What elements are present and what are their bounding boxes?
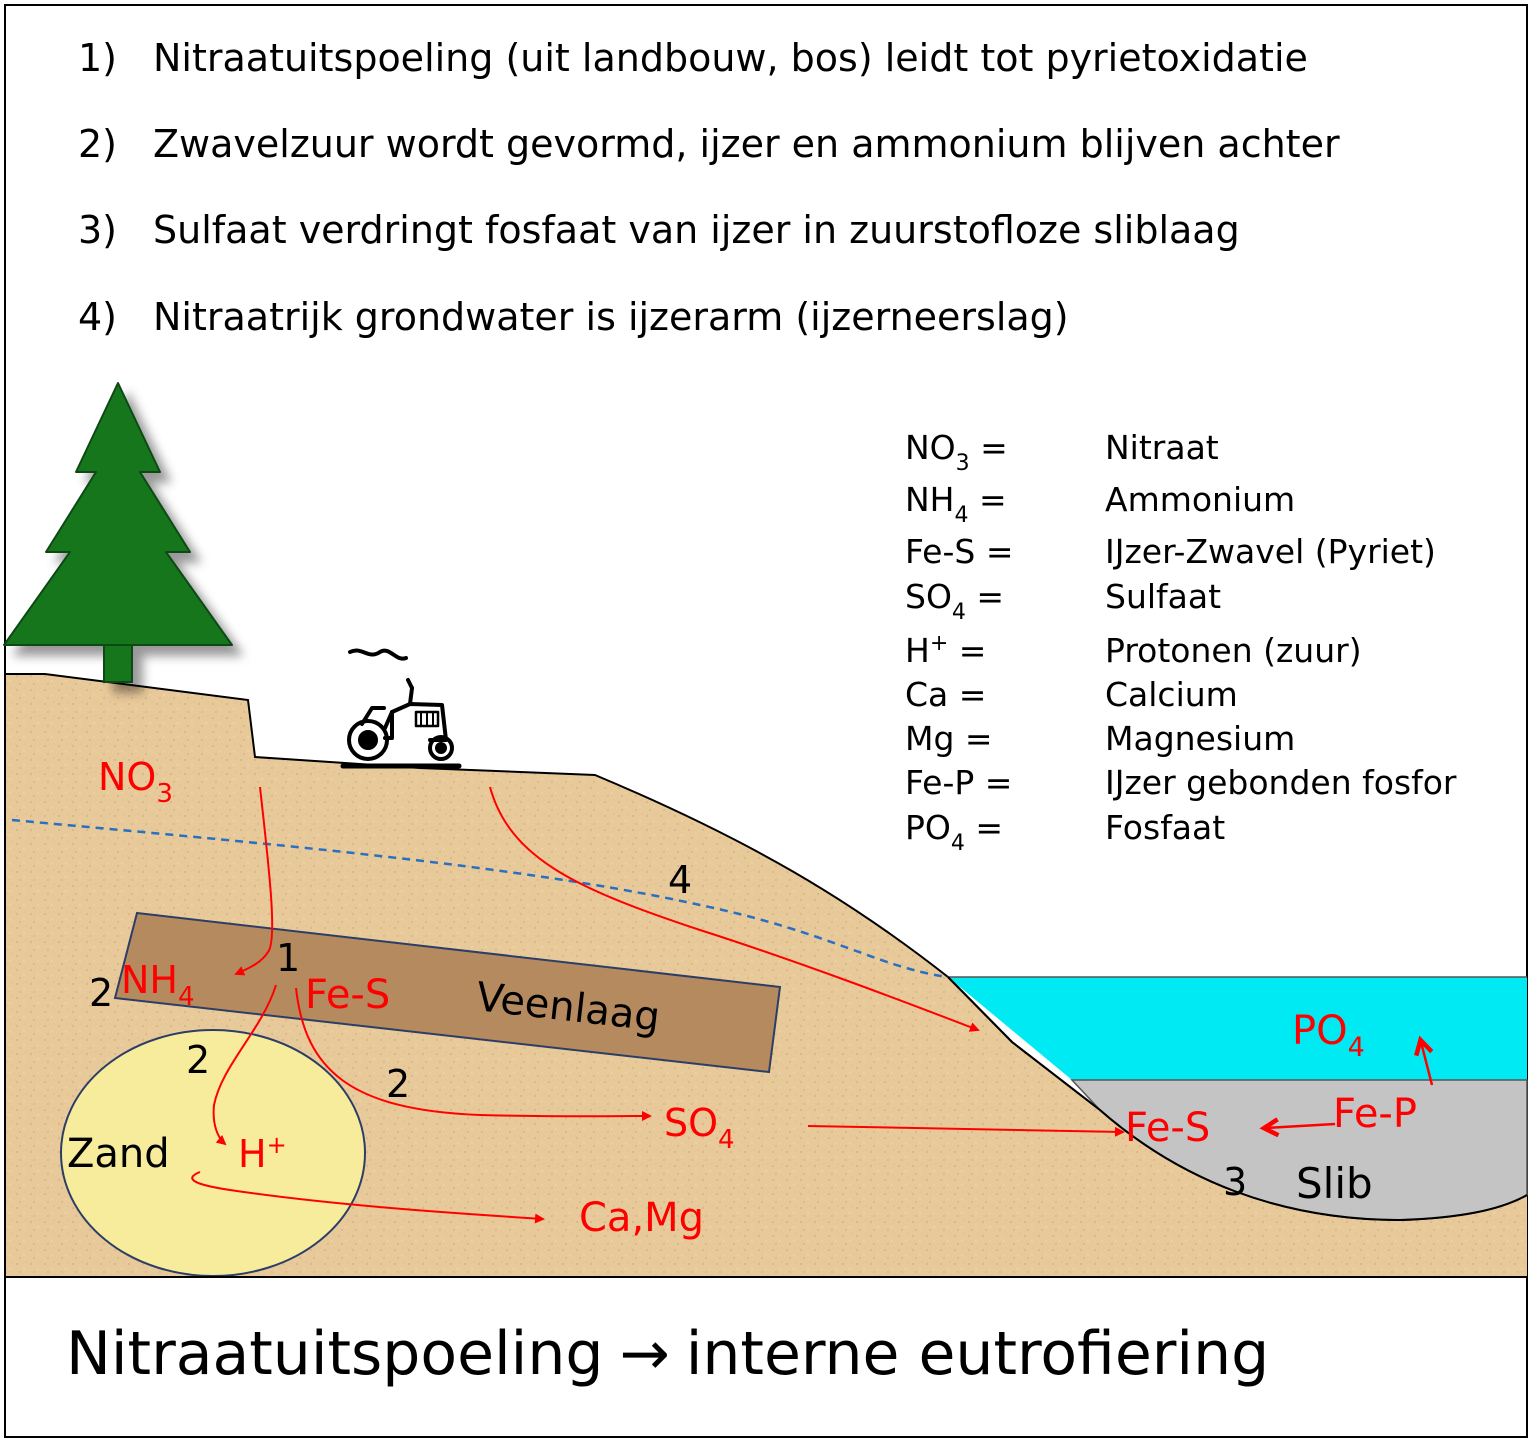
legend-formula: PO4 = [905, 808, 1003, 856]
label-nh4: NH4 [121, 958, 195, 1012]
label-fes-right: Fe-S [1125, 1105, 1210, 1151]
legend-formula: Ca = [905, 675, 986, 714]
tree-icon [3, 382, 233, 683]
caption: Nitraatuitspoeling→interne eutrofiering [66, 1319, 1269, 1389]
legend-formula: Mg = [905, 719, 993, 758]
legend-meaning: Sulfaat [1105, 577, 1221, 616]
step-marker-2: 2 [89, 971, 113, 1015]
diagram-labels: NO3 NH4 Fe-S Veenlaag Zand H+ SO4 Ca,Mg … [67, 755, 1417, 1241]
arrow-fes-to-so4 [295, 987, 652, 1122]
label-fep: Fe-P [1333, 1091, 1417, 1137]
label-zand: Zand [67, 1131, 170, 1177]
legend-formula: NO3 = [905, 428, 1008, 476]
legend-formula: NH4 = [905, 480, 1007, 528]
step-marker-2: 2 [386, 1062, 410, 1106]
process-arrows [191, 786, 1434, 1224]
arrow-h-to-camg [191, 1171, 545, 1224]
step-list: 1) Nitraatuitspoeling (uit landbouw, bos… [78, 36, 1340, 339]
step-number: 4) [78, 295, 117, 339]
arrow-so4-to-fes [807, 1125, 1125, 1137]
groundwater-table-line [11, 818, 949, 979]
legend-meaning: Ammonium [1105, 480, 1295, 519]
step-marker-2: 2 [186, 1038, 210, 1082]
step-number: 3) [78, 208, 117, 252]
label-no3: NO3 [98, 755, 173, 809]
label-slib: Slib [1296, 1159, 1373, 1208]
tractor-icon [340, 648, 462, 769]
label-po4: PO4 [1292, 1008, 1365, 1063]
step-text: Nitraatuitspoeling (uit landbouw, bos) l… [153, 36, 1308, 80]
legend-meaning: Nitraat [1105, 428, 1219, 467]
label-camg: Ca,Mg [579, 1195, 704, 1241]
step-text: Nitraatrijk grondwater is ijzerarm (ijze… [153, 295, 1069, 339]
legend-meaning: IJzer gebonden fosfor [1105, 763, 1457, 802]
label-h-plus: H+ [238, 1131, 287, 1176]
soil-body [6, 674, 1527, 1277]
legend-formula: H+ = [905, 631, 986, 670]
arrow-fep-to-fes [1259, 1117, 1336, 1138]
legend-formula: SO4 = [905, 577, 1004, 625]
legend: NO3 = Nitraat NH4 = Ammonium Fe-S = IJze… [905, 428, 1457, 856]
step-text: Sulfaat verdringt fosfaat van ijzer in z… [153, 208, 1240, 252]
step-marker-4: 4 [668, 858, 692, 902]
legend-meaning: Fosfaat [1105, 808, 1225, 847]
label-fes-left: Fe-S [305, 972, 390, 1018]
step-marker-1: 1 [276, 936, 300, 980]
legend-meaning: Magnesium [1105, 719, 1295, 758]
step-marker-3: 3 [1223, 1160, 1247, 1204]
step-number: 1) [78, 36, 117, 80]
arrow-fes-to-h [212, 984, 277, 1146]
label-so4: SO4 [664, 1101, 735, 1155]
step-number: 2) [78, 122, 117, 166]
arrow-fep-to-po4 [1414, 1035, 1434, 1086]
water-body [948, 977, 1527, 1080]
arrow-groundwater-4 [489, 786, 980, 1032]
legend-formula: Fe-S = [905, 532, 1013, 571]
step-text: Zwavelzuur wordt gevormd, ijzer en ammon… [153, 122, 1340, 166]
slope-line [947, 976, 1528, 1222]
peat-layer [113, 911, 782, 1074]
legend-meaning: Calcium [1105, 675, 1238, 714]
arrow-no3-to-nh4 [234, 786, 274, 976]
legend-meaning: IJzer-Zwavel (Pyriet) [1105, 532, 1436, 571]
legend-formula: Fe-P = [905, 763, 1012, 802]
legend-meaning: Protonen (zuur) [1105, 631, 1362, 670]
